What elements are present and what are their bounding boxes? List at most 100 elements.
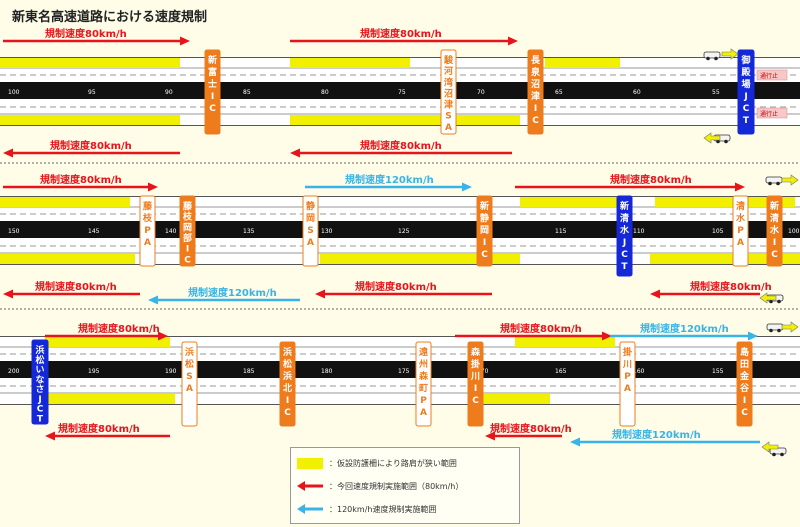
red-arrow-icon <box>3 36 190 46</box>
guard-fence-zone <box>320 254 520 264</box>
guard-fence-zone <box>290 115 520 125</box>
km-post-label: 160 <box>633 368 645 375</box>
speed-80-label: 規制速度80km/h <box>50 139 132 152</box>
facility-box <box>616 195 633 277</box>
red-arrow-icon <box>290 148 512 158</box>
guard-fence-zone <box>520 197 620 207</box>
km-post-label: 195 <box>88 368 100 375</box>
speed-80-label: 規制速度80km/h <box>45 27 127 40</box>
km-post-label: 65 <box>555 89 563 96</box>
red-arrow-icon <box>650 289 760 299</box>
road-section <box>0 57 800 126</box>
facility-box <box>766 195 783 267</box>
facility-box <box>415 341 432 427</box>
closed-tag-label: 通行止 <box>760 72 778 80</box>
km-post-label: 185 <box>243 368 255 375</box>
facility-box <box>302 195 319 267</box>
facility-box <box>31 339 49 425</box>
speed-80-label: 規制速度80km/h <box>360 27 442 40</box>
km-post-label: 115 <box>555 228 567 235</box>
red-arrow-icon <box>45 331 168 341</box>
red-arrow-icon <box>515 182 745 192</box>
car-icon <box>769 447 787 457</box>
guard-fence-zone <box>45 394 175 404</box>
closed-tag <box>756 107 788 119</box>
km-post-label: 70 <box>477 89 485 96</box>
legend-item-120kmh: ：120km/h速度規制実施範囲 <box>297 502 436 516</box>
closed-tag <box>756 69 788 81</box>
km-post-label: 140 <box>165 228 177 235</box>
facility-box <box>737 49 755 135</box>
red-arrow-icon <box>3 289 140 299</box>
km-post-label: 85 <box>243 89 251 96</box>
red-arrow-icon <box>45 431 170 441</box>
km-post-label: 110 <box>633 228 645 235</box>
facility-box <box>619 341 636 427</box>
facility-box <box>467 341 484 427</box>
car-icon <box>765 176 783 186</box>
speed-80-label: 規制速度80km/h <box>490 422 572 435</box>
facility-box <box>732 195 749 267</box>
guard-fence-zone <box>515 337 615 347</box>
speed-120-label: 規制速度120km/h <box>640 322 729 335</box>
legend-label: ：今回速度規制実施範囲（80km/h） <box>329 481 464 491</box>
km-post-label: 175 <box>398 368 410 375</box>
km-post-label: 60 <box>633 89 641 96</box>
facility-box <box>527 49 544 135</box>
km-post-label: 125 <box>398 228 410 235</box>
road-section <box>0 196 800 265</box>
km-post-label: 180 <box>321 368 333 375</box>
road-median <box>0 221 800 238</box>
cyan-arrow-icon <box>610 331 758 341</box>
km-post-label: 155 <box>712 368 724 375</box>
guard-fence-zone <box>290 58 410 68</box>
km-post-label: 100 <box>788 228 800 235</box>
speed-80-label: 規制速度80km/h <box>610 173 692 186</box>
speed-80-label: 規制速度80km/h <box>355 280 437 293</box>
direction-left-icon <box>759 292 777 304</box>
speed-80-label: 規制速度80km/h <box>58 422 140 435</box>
legend: ：仮設防護柵により路肩が狭い範囲 ：今回速度規制実施範囲（80km/h） ：12… <box>290 447 520 524</box>
cyan-arrow-icon <box>305 182 472 192</box>
direction-right-icon <box>781 321 799 333</box>
km-post-label: 190 <box>165 368 177 375</box>
km-post-label: 90 <box>165 89 173 96</box>
legend-label: ：120km/h速度規制実施範囲 <box>329 504 437 514</box>
guard-fence-zone <box>0 115 180 125</box>
speed-120-label: 規制速度120km/h <box>612 428 701 441</box>
road-median <box>0 361 800 378</box>
km-post-label: 75 <box>398 89 406 96</box>
legend-item-guard-fence: ：仮設防護柵により路肩が狭い範囲 <box>297 456 457 470</box>
legend-label: ：仮設防護柵により路肩が狭い範囲 <box>329 458 457 468</box>
facility-box <box>476 195 493 267</box>
km-post-label: 95 <box>88 89 96 96</box>
km-post-label: 200 <box>8 368 20 375</box>
facility-box <box>181 341 198 427</box>
guard-fence-zone <box>650 254 800 264</box>
legend-red-arrow-icon <box>297 481 323 492</box>
red-arrow-icon <box>290 36 518 46</box>
car-icon <box>703 51 721 61</box>
closed-tag-label: 通行止 <box>760 110 778 118</box>
guard-fence-zone <box>0 58 180 68</box>
red-arrow-icon <box>3 148 180 158</box>
